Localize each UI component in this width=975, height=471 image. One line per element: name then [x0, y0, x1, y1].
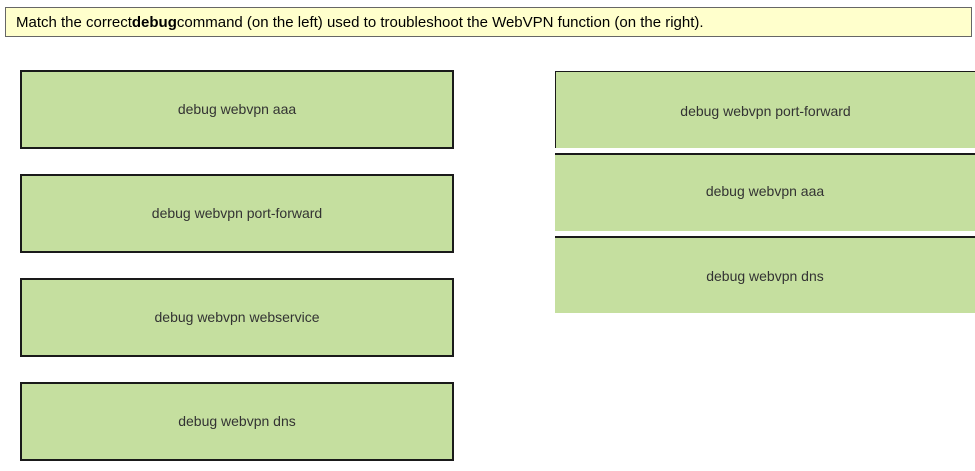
prompt-text-bold: debug: [131, 13, 177, 31]
function-target-label: debug webvpn port-forward: [680, 103, 851, 119]
prompt-text-suffix: command (on the left) used to troublesho…: [176, 13, 704, 31]
function-target-label: debug webvpn aaa: [705, 183, 825, 199]
command-option-aaa[interactable]: debug webvpn aaa: [20, 70, 454, 149]
prompt-text-prefix: Match the correct: [16, 13, 132, 31]
command-option-dns[interactable]: debug webvpn dns: [20, 382, 454, 461]
command-option-webservice[interactable]: debug webvpn webservice: [20, 278, 454, 357]
command-option-label: debug webvpn port-forward: [151, 204, 323, 221]
function-target-1[interactable]: debug webvpn port-forward: [555, 71, 975, 148]
function-target-2[interactable]: debug webvpn aaa: [555, 153, 975, 231]
command-option-label: debug webvpn dns: [178, 412, 296, 429]
command-option-label: debug webvpn webservice: [154, 308, 320, 325]
command-option-port-forward[interactable]: debug webvpn port-forward: [20, 174, 454, 253]
function-target-label: debug webvpn dns: [706, 267, 824, 284]
command-option-label: debug webvpn aaa: [177, 100, 297, 117]
question-prompt: Match the correct debug command (on the …: [5, 7, 972, 37]
function-target-3[interactable]: debug webvpn dns: [555, 236, 975, 313]
